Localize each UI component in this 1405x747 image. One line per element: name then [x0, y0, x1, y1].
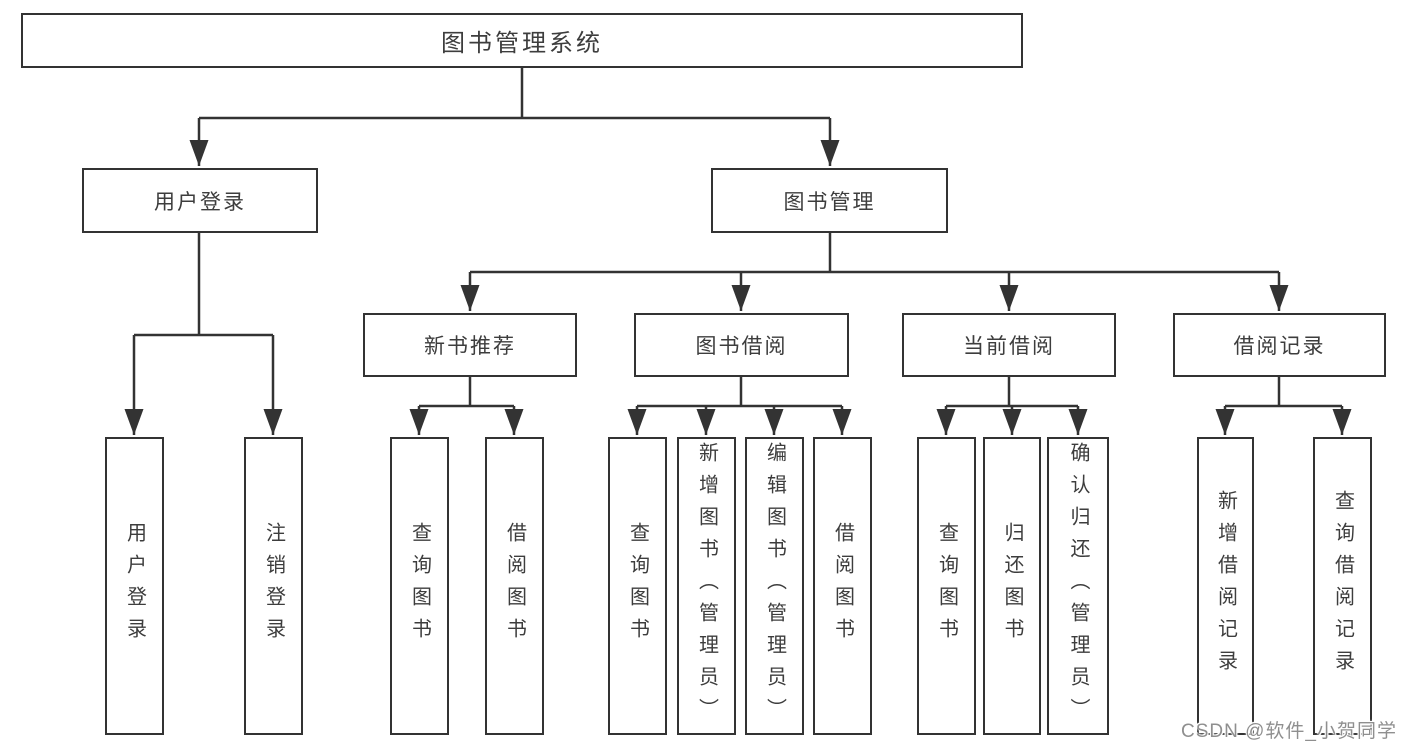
leaf-label: 借阅图书 — [831, 522, 854, 650]
leaf-add-borrow-record: 新增借阅记录 — [1197, 437, 1254, 735]
node-library-management-system: 图书管理系统 — [21, 13, 1023, 68]
leaf-user-login: 用户登录 — [105, 437, 164, 735]
leaf-label: 借阅图书 — [503, 522, 526, 650]
leaf-label: 确认归还（管理员） — [1067, 442, 1089, 730]
leaf-logout: 注销登录 — [244, 437, 303, 735]
leaf-label: 新增借阅记录 — [1214, 490, 1237, 682]
leaf-query-borrow-record: 查询借阅记录 — [1313, 437, 1372, 735]
csdn-watermark: CSDN @软件_小贺同学 — [1181, 721, 1397, 742]
node-book-management: 图书管理 — [711, 168, 948, 233]
leaf-borrow-books-recommend: 借阅图书 — [485, 437, 544, 735]
connector-arrows — [124, 118, 1352, 435]
leaf-label: 查询图书 — [408, 522, 431, 650]
node-label: 图书借阅 — [695, 335, 788, 358]
node-book-borrowing: 图书借阅 — [634, 313, 849, 377]
node-user-login: 用户登录 — [82, 168, 318, 233]
leaf-edit-books-admin: 编辑图书（管理员） — [745, 437, 804, 735]
leaf-label: 归还图书 — [1001, 522, 1023, 650]
leaf-query-books-current: 查询图书 — [917, 437, 976, 735]
leaf-label: 编辑图书（管理员） — [763, 442, 786, 730]
leaf-add-books-admin: 新增图书（管理员） — [677, 437, 736, 735]
node-label: 图书管理 — [783, 190, 876, 214]
leaf-query-books-borrow: 查询图书 — [608, 437, 667, 735]
node-label: 当前借阅 — [963, 335, 1055, 358]
node-current-borrowing: 当前借阅 — [902, 313, 1116, 377]
node-borrowing-records: 借阅记录 — [1173, 313, 1386, 377]
leaf-label: 新增图书（管理员） — [695, 442, 718, 730]
leaf-label: 查询借阅记录 — [1331, 490, 1354, 682]
leaf-label: 查询图书 — [935, 522, 958, 650]
leaf-label: 注销登录 — [262, 522, 285, 650]
leaf-query-books-recommend: 查询图书 — [390, 437, 449, 735]
leaf-return-books: 归还图书 — [983, 437, 1041, 735]
node-label: 借阅记录 — [1233, 335, 1326, 358]
node-new-book-recommendation: 新书推荐 — [363, 313, 577, 377]
leaf-label: 查询图书 — [626, 522, 649, 650]
node-label: 图书管理系统 — [441, 30, 603, 57]
leaf-label: 用户登录 — [123, 522, 146, 650]
node-label: 新书推荐 — [424, 335, 516, 358]
leaf-borrow-books: 借阅图书 — [813, 437, 872, 735]
leaf-confirm-return-admin: 确认归还（管理员） — [1047, 437, 1109, 735]
node-label: 用户登录 — [154, 190, 246, 214]
